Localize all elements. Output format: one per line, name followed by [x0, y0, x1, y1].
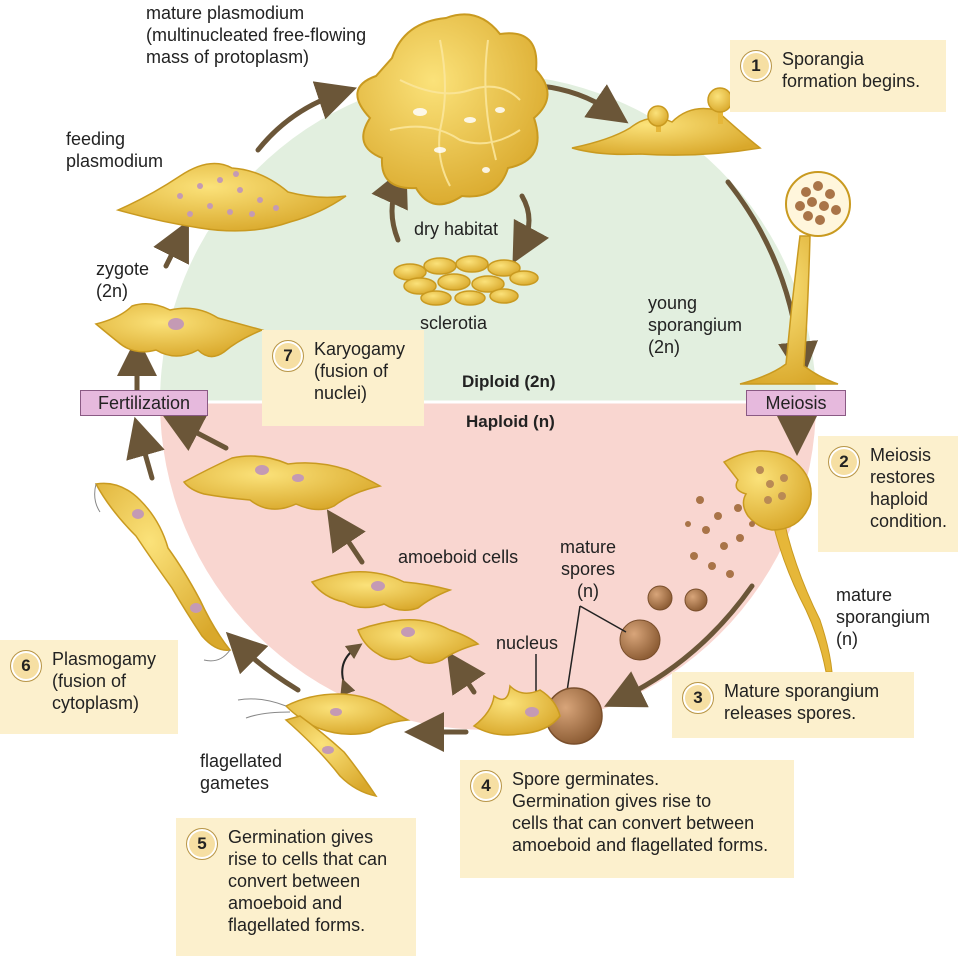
label-dry-habitat: dry habitat	[414, 219, 499, 239]
mature-sporangium	[722, 450, 833, 673]
step-3-box: 3 Mature sporangium releases spores.	[672, 672, 914, 738]
zygote	[94, 303, 265, 358]
step-1-number: 1	[740, 50, 772, 82]
label-nucleus: nucleus	[496, 633, 559, 653]
meiosis-tag: Meiosis	[746, 390, 846, 416]
young-sporangium	[739, 171, 851, 385]
label-sclerotia: sclerotia	[420, 313, 488, 333]
step-5-text: Germination gives rise to cells that can…	[228, 827, 388, 935]
arrow-gametes-to-fertilization	[126, 416, 165, 481]
nucleus-dot	[525, 707, 539, 717]
arrow-spores-to-germinating	[604, 583, 755, 708]
amoeboid-cell-top	[182, 455, 383, 511]
fertilization-tag: Fertilization	[80, 390, 208, 416]
arrow-germinating-to-amoeboid	[446, 651, 486, 696]
step-3-text: Mature sporangium releases spores.	[724, 681, 880, 723]
arrow-feeding-to-mature	[255, 81, 357, 153]
mature-plasmodium	[356, 13, 549, 206]
feeding-plasmodium	[115, 162, 347, 232]
flagellated-gamete-right	[237, 693, 411, 798]
arrow-amoeboid-up	[326, 509, 366, 565]
label-mature-sporangium: mature sporangium (n)	[836, 585, 931, 649]
step-4-text: Spore germinates. Germination gives rise…	[512, 769, 769, 855]
step-6-number: 6	[10, 650, 42, 682]
sclerotia-cluster	[393, 255, 539, 306]
arrow-sclerotia-to-mature	[371, 165, 408, 243]
step-5-box: 5 Germination gives rise to cells that c…	[176, 818, 416, 956]
step-2-number: 2	[828, 446, 860, 478]
released-spores	[685, 496, 755, 578]
step-7-box: 7 Karyogamy (fusion of nuclei)	[262, 330, 424, 426]
arrow-amoeboid-to-fertilization	[162, 414, 229, 451]
step-6-box: 6 Plasmogamy (fusion of cytoplasm)	[0, 640, 178, 734]
zone-diploid-label: Diploid (2n)	[462, 372, 556, 391]
label-mature-spores: mature spores (n)	[560, 537, 617, 601]
arrow-gamete-to-plasmogamy	[225, 631, 301, 693]
sporangia-formation	[571, 87, 762, 156]
diploid-region	[160, 74, 816, 402]
step-7-number: 7	[272, 340, 304, 372]
step-6-text: Plasmogamy (fusion of cytoplasm)	[52, 649, 157, 713]
label-feeding-plasmodium: feeding plasmodium	[66, 129, 164, 171]
germinating-spore	[472, 684, 603, 745]
step-2-box: 2 Meiosis restores haploid condition.	[818, 436, 958, 552]
label-mature-plasmodium: mature plasmodium (multinucleated free-f…	[146, 3, 367, 67]
mature-spores	[619, 585, 708, 661]
amoeboid-cell-lower	[357, 618, 480, 664]
step-3-number: 3	[682, 682, 714, 714]
step-4-box: 4 Spore germinates. Germination gives ri…	[460, 760, 794, 878]
arrow-zygote-to-feeding	[153, 220, 189, 269]
step-5-number: 5	[186, 828, 218, 860]
step-7-text: Karyogamy (fusion of nuclei)	[314, 339, 406, 403]
amoeboid-cell-middle	[310, 570, 453, 611]
arrow-amoeboid-flagellated-swap	[340, 643, 363, 697]
step-4-number: 4	[470, 770, 502, 802]
step-1-box: 1 Sporangia formation begins.	[730, 40, 946, 112]
zone-haploid-label: Haploid (n)	[466, 412, 555, 431]
label-young-sporangium: young sporangium (2n)	[648, 293, 743, 357]
flagellated-gamete-left	[94, 482, 232, 662]
step-1-text: Sporangia formation begins.	[782, 49, 921, 91]
arrow-mature-to-sclerotia	[512, 193, 550, 264]
label-flagellated-gametes: flagellated gametes	[200, 751, 283, 793]
label-zygote: zygote (2n)	[96, 259, 150, 301]
label-amoeboid-cells: amoeboid cells	[398, 547, 519, 567]
step-2-text: Meiosis restores haploid condition.	[870, 445, 948, 531]
